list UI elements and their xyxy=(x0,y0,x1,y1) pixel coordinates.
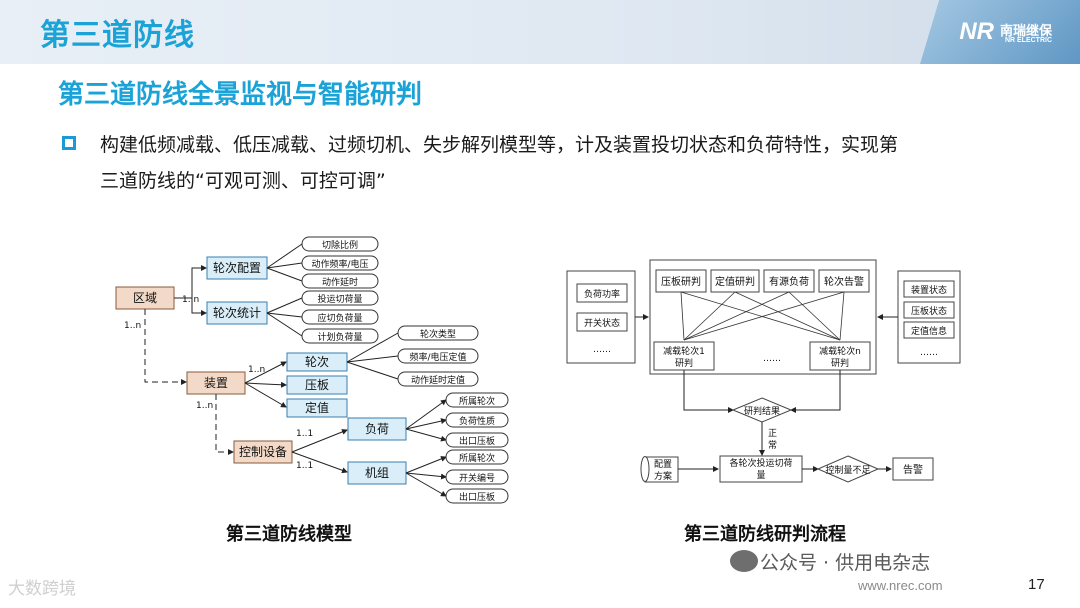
round-stats-label: 轮次统计 xyxy=(213,306,261,320)
unit-item: 开关编号 xyxy=(459,472,495,484)
round-item: 动作延时定值 xyxy=(411,374,465,386)
stats-item: 计划负荷量 xyxy=(317,331,362,343)
alarm-label: 告警 xyxy=(903,463,923,476)
unit-label: 机组 xyxy=(365,466,389,480)
normal-label: 正 xyxy=(768,429,777,439)
insufficient-diamond: 控制量不足 xyxy=(825,464,870,476)
device-child-label: 压板 xyxy=(305,378,329,392)
mult-unit: 1..1 xyxy=(296,461,313,471)
footer-url: www.nrec.com xyxy=(858,578,943,593)
logo-cn-text: 南瑞继保 xyxy=(999,24,1052,39)
watermark-right: 公众号 · 供用电杂志 xyxy=(760,552,931,574)
watermark-left: 大数跨境 xyxy=(8,579,76,599)
round1-label: 减载轮次1 xyxy=(663,345,705,357)
page-title: 第三道防线 xyxy=(40,18,195,53)
unit-item: 所属轮次 xyxy=(459,452,495,464)
mult-region-device: 1..n xyxy=(124,321,141,331)
left-input: …… xyxy=(593,345,611,355)
judge-box: 定值研判 xyxy=(715,275,755,288)
left-input: 负荷功率 xyxy=(584,288,620,300)
mult-load: 1..1 xyxy=(296,429,313,439)
roundn-label: 减载轮次n xyxy=(819,345,861,357)
flow-caption: 第三道防线研判流程 xyxy=(684,524,846,545)
round1-label: 研判 xyxy=(675,357,693,369)
mult-device: 1..n xyxy=(248,365,265,375)
load-item: 出口压板 xyxy=(459,435,495,447)
bullet-line-1: 构建低频减载、低压减载、过频切机、失步解列模型等，计及装置投切状态和负荷特性，实… xyxy=(100,134,899,156)
header-band xyxy=(0,0,1080,64)
setting-node xyxy=(286,398,348,418)
round-config-label: 轮次配置 xyxy=(213,261,261,275)
plate-node xyxy=(286,375,348,395)
page-number: 17 xyxy=(1028,576,1045,593)
region-label: 区域 xyxy=(133,291,157,305)
logo-en-text: NR ELECTRIC xyxy=(1004,37,1052,44)
config-item: 动作延时 xyxy=(322,276,358,288)
stats-item: 应切负荷量 xyxy=(317,312,362,324)
alarm-box xyxy=(892,457,934,481)
bullet-paragraph: 构建低频减载、低压减载、过频切机、失步解列模型等，计及装置投切状态和负荷特性，实… xyxy=(100,127,1020,199)
model-diagram: 区域 1..n 轮次配置 轮次统计 切除比例 动作频率/电压 动作延时 xyxy=(115,236,509,504)
square-bullet-icon xyxy=(62,136,76,150)
device-child-label: 定值 xyxy=(305,400,329,415)
judge-box: 有源负荷 xyxy=(769,275,809,288)
round-load-label: 各轮次投运切荷 xyxy=(729,457,792,469)
right-input: 压板状态 xyxy=(911,305,947,317)
flow-diagram: 负荷功率 开关状态 …… 压板研判 定值研判 有源负荷 轮次告警 减载轮次1 xyxy=(566,259,961,483)
logo-mark: NR xyxy=(959,18,994,45)
judge-box: 轮次告警 xyxy=(824,275,864,288)
round-item: 轮次类型 xyxy=(420,328,456,340)
right-input: …… xyxy=(920,348,938,358)
round-load-label: 量 xyxy=(756,470,765,481)
mult-region: 1..n xyxy=(182,295,199,305)
config-plan-label: 方案 xyxy=(654,470,672,482)
round-item: 频率/电压定值 xyxy=(409,351,466,363)
result-diamond: 研判结果 xyxy=(744,405,780,417)
company-logo xyxy=(920,0,1080,64)
left-input: 开关状态 xyxy=(584,317,620,329)
judge-box: 压板研判 xyxy=(661,275,701,288)
stats-item: 投运切荷量 xyxy=(317,293,362,305)
control-device-label: 控制设备 xyxy=(239,445,287,459)
roundn-label: 研判 xyxy=(831,357,849,369)
section-subtitle: 第三道防线全景监视与智能研判 xyxy=(58,80,423,110)
bullet-line-2: 三道防线的“可观可测、可控可调” xyxy=(100,170,386,192)
load-label: 负荷 xyxy=(365,422,389,436)
unit-item: 出口压板 xyxy=(459,491,495,503)
config-plan-label: 配置 xyxy=(654,459,672,470)
right-input: 装置状态 xyxy=(911,284,947,296)
config-item: 切除比例 xyxy=(322,239,358,251)
config-item: 动作频率/电压 xyxy=(311,258,368,270)
device-child-label: 轮次 xyxy=(305,355,329,369)
model-caption: 第三道防线模型 xyxy=(226,524,352,545)
round-ellipsis: …… xyxy=(763,354,781,364)
right-input: 定值信息 xyxy=(911,325,947,337)
normal-label: 常 xyxy=(768,439,777,451)
load-item: 负荷性质 xyxy=(459,415,495,427)
wechat-icon xyxy=(730,550,758,572)
load-item: 所属轮次 xyxy=(459,395,495,407)
mult-device-control: 1..n xyxy=(196,401,213,411)
device-label: 装置 xyxy=(204,376,228,390)
